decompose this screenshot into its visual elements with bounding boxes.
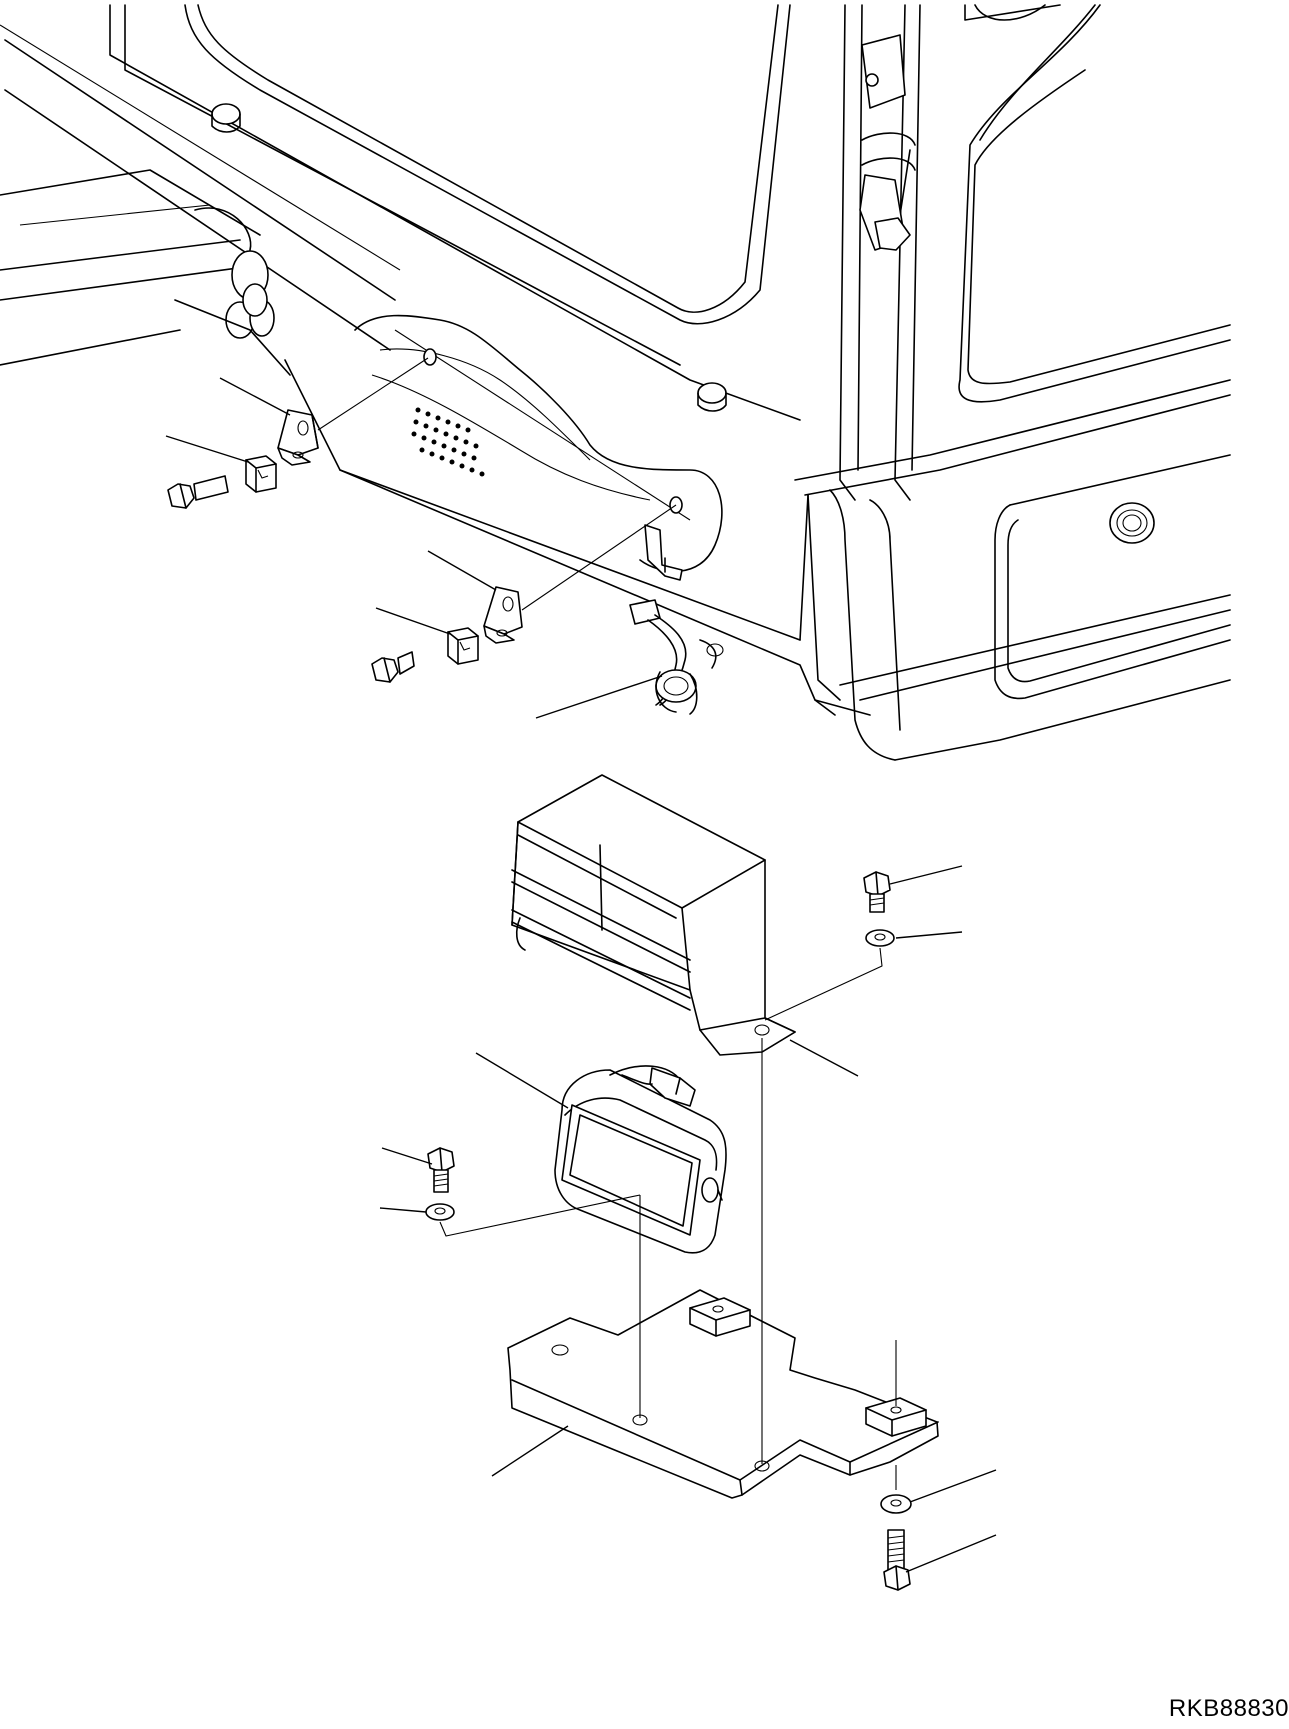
bracket-1 [277, 409, 319, 466]
cab-body [0, 4, 1231, 761]
drawing-code: RKB88830 [1168, 1695, 1289, 1722]
clamp-block-1 [245, 455, 277, 493]
washer-lamp [425, 1203, 455, 1221]
vent-grille [411, 407, 485, 477]
washer-bottom [880, 1494, 912, 1514]
flange-bolt-2 [371, 651, 415, 683]
bracket-2 [483, 586, 523, 644]
hex-bolt-lamp [427, 1147, 455, 1193]
flange-bolt-1 [167, 475, 229, 509]
mounting-plate [507, 1289, 939, 1499]
hex-bolt-bottom [883, 1529, 911, 1591]
work-lamp [554, 1065, 727, 1254]
leader-lines [165, 377, 997, 1573]
grommet-harness [655, 669, 698, 715]
hex-bolt-guard [863, 871, 891, 913]
clamp-block-2 [447, 627, 479, 665]
lamp-guard [511, 774, 796, 1056]
washer-guard [865, 929, 895, 947]
